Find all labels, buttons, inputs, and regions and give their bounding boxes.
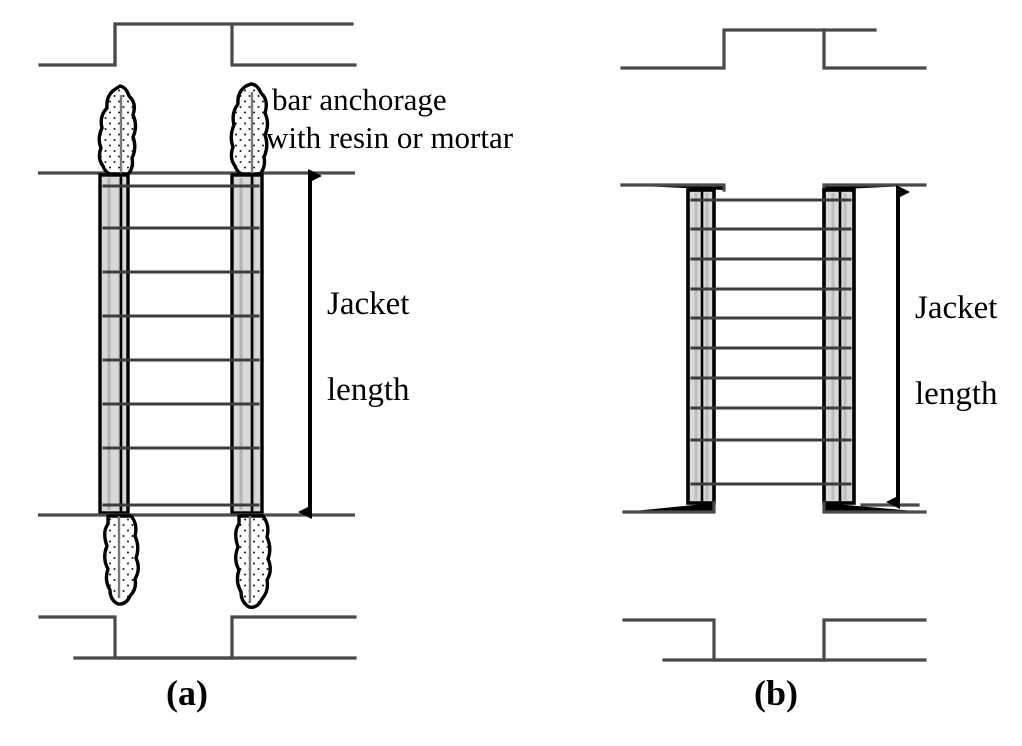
panel-b-length-label: length: [915, 376, 998, 412]
bar-anchorage-blob: [97, 84, 138, 176]
panel-b-jacket-label: Jacket: [915, 290, 998, 326]
panel-b-floor-line: [622, 501, 927, 514]
panel-a-caption: (a): [166, 673, 208, 713]
bar-anchorage-annotation-line2: with resin or mortar: [266, 120, 514, 155]
panel-a-ties: [102, 184, 260, 507]
bar-anchorage-annotation-line1: bar anchorage: [272, 82, 447, 117]
panel-a-bottom-slab: [38, 615, 357, 660]
panel-a-jacket-bars: [98, 173, 264, 515]
panel-a: [38, 22, 357, 660]
panel-b-caption: (b): [754, 673, 798, 713]
panel-b: [620, 28, 927, 662]
panel-a-lower-anchorage-group: [103, 514, 272, 610]
panel-a-inner-bar-lines: [119, 176, 254, 512]
bar-anchorage-blob: [234, 514, 272, 610]
bar-anchorage-blob: [229, 82, 270, 176]
panel-a-top-slab: [38, 22, 357, 67]
panel-b-top-slab: [620, 28, 927, 70]
panel-a-length-label: length: [327, 372, 410, 408]
panel-a-upper-anchorage-group: [97, 82, 270, 176]
panel-b-bottom-slab: [622, 618, 927, 662]
jacket-bar-right: [230, 173, 264, 515]
bar-anchorage-blob: [103, 514, 140, 606]
jacket-bar-left: [98, 173, 130, 515]
panel-a-jacket-label: Jacket: [327, 286, 410, 322]
panel-b-ties: [690, 198, 852, 486]
panel-b-soffit-line: [620, 183, 927, 192]
